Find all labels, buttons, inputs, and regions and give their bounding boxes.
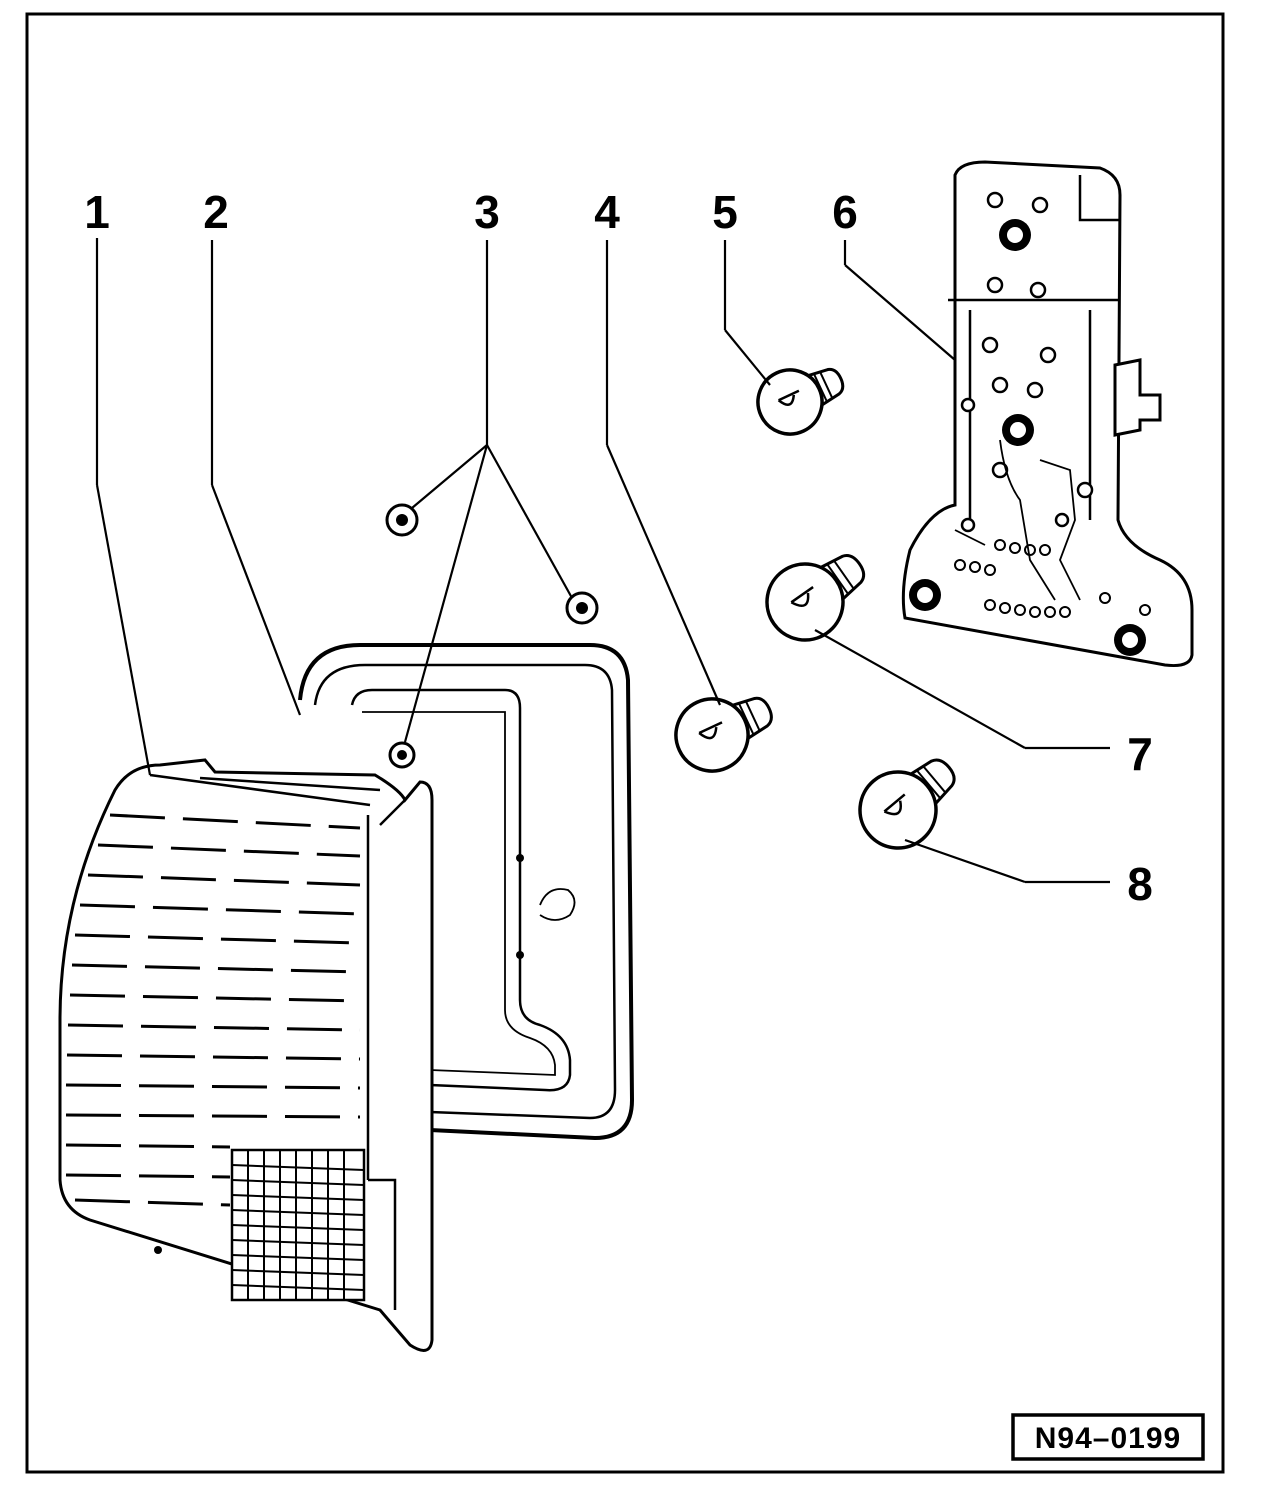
bulb-holder [901,160,1194,667]
callout-5: 5 [712,186,738,238]
bulb [756,367,845,436]
callout-8: 8 [1127,858,1153,910]
callout-6: 6 [832,186,858,238]
callout-3: 3 [474,186,500,238]
callout-7: 7 [1127,728,1153,780]
lens-ribs [65,813,361,1207]
leader-lines [95,238,1110,884]
tail-light-lens [58,758,434,1352]
callout-1: 1 [84,186,110,238]
bulbs [674,367,956,850]
bulb [674,696,773,773]
mounting-nut [565,591,599,625]
reflector-grid [230,1148,366,1302]
reference-code-box: N94–0199 [1011,1413,1205,1461]
diagram-frame [25,12,1225,1474]
callout-4: 4 [594,186,620,238]
reference-code: N94–0199 [1035,1422,1181,1455]
gasket [298,643,635,1141]
bulb [858,758,956,850]
mounting-nut [385,503,419,537]
bulb [765,553,866,642]
callout-2: 2 [203,186,229,238]
